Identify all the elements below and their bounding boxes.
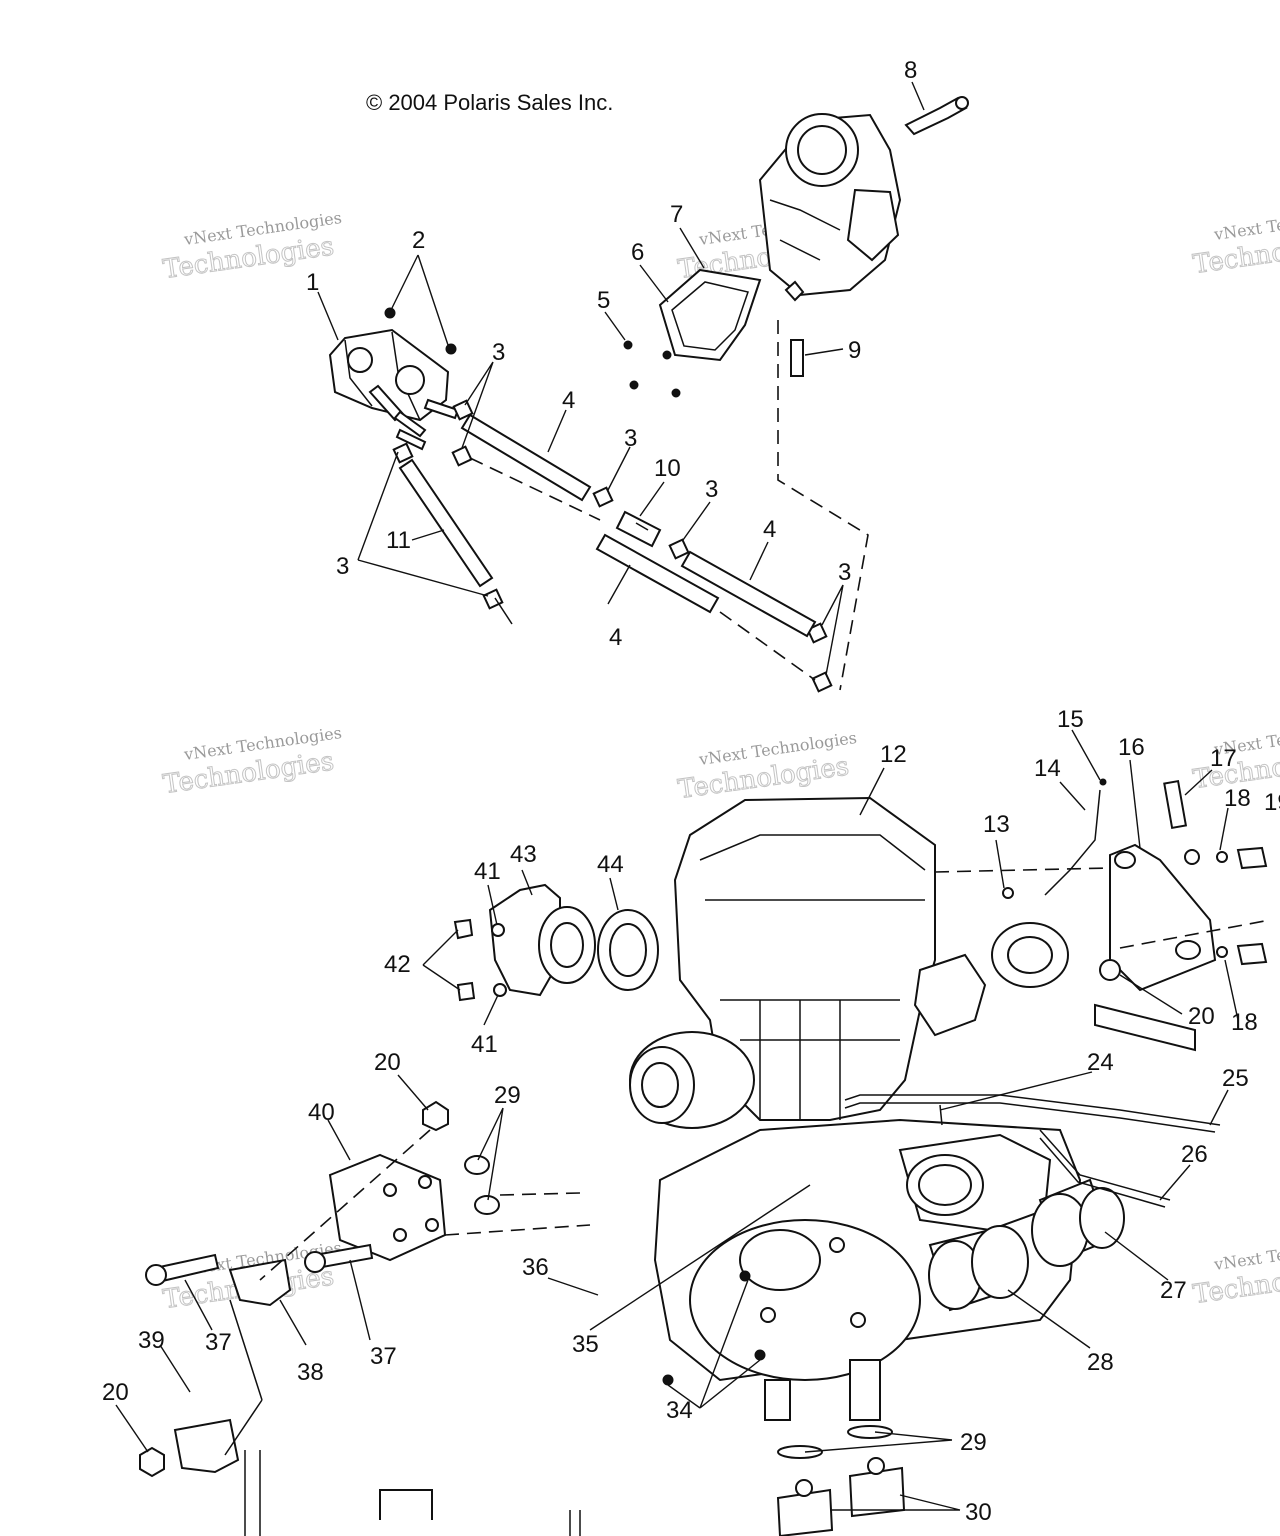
svg-text:vNext Technologies: vNext Technologies <box>1212 1233 1280 1274</box>
callout-18: 18 <box>1224 785 1251 812</box>
intake-boot <box>623 268 762 398</box>
callout-2: 2 <box>412 227 425 254</box>
callout-24: 24 <box>1087 1049 1114 1076</box>
right-side-parts <box>844 778 1271 1208</box>
callout-13: 13 <box>983 811 1010 838</box>
front-mount-bracket <box>328 1153 447 1262</box>
fuel-hoses <box>398 413 817 681</box>
callout-42: 42 <box>384 951 411 978</box>
watermark: vNext Technologies Technologies <box>1191 203 1280 281</box>
callout-3: 3 <box>492 339 505 366</box>
callout-25: 25 <box>1222 1065 1249 1092</box>
callout-14: 14 <box>1034 755 1061 782</box>
callout-35: 35 <box>572 1331 599 1358</box>
engine-mount-assembly <box>139 1100 591 1536</box>
callout-3: 3 <box>624 425 637 452</box>
callout-37: 37 <box>205 1329 232 1356</box>
svg-text:vNext Technologies: vNext Technologies <box>1212 203 1280 244</box>
callout-27: 27 <box>1160 1277 1187 1304</box>
callout-10: 10 <box>654 455 681 482</box>
copyright-notice: © 2004 Polaris Sales Inc. <box>366 90 614 115</box>
callout-34: 34 <box>666 1397 693 1424</box>
fuel-hose <box>398 458 494 588</box>
callout-6: 6 <box>631 239 644 266</box>
breather-hose <box>1044 789 1101 896</box>
watermark: vNext Technologies Technologies <box>676 728 858 806</box>
leader-lines <box>115 81 1239 1511</box>
callout-41: 41 <box>474 858 501 885</box>
callout-5: 5 <box>597 287 610 314</box>
callout-12: 12 <box>880 741 907 768</box>
callout-26: 26 <box>1181 1141 1208 1168</box>
callout-4: 4 <box>763 516 776 543</box>
callout-39: 39 <box>138 1327 165 1354</box>
lower-mounts <box>662 1270 906 1536</box>
callout-16: 16 <box>1118 734 1145 761</box>
callout-36: 36 <box>522 1254 549 1281</box>
callout-30: 30 <box>965 1499 992 1526</box>
callout-37: 37 <box>370 1343 397 1370</box>
callout-20: 20 <box>374 1049 401 1076</box>
callout-8: 8 <box>904 57 917 84</box>
fuel-hose <box>680 550 817 638</box>
callout-28: 28 <box>1087 1349 1114 1376</box>
callout-44: 44 <box>597 851 624 878</box>
callout-11: 11 <box>386 527 411 554</box>
hose-clamps <box>392 399 833 693</box>
callout-40: 40 <box>308 1099 335 1126</box>
drain-hose <box>790 339 804 377</box>
callout-29: 29 <box>494 1082 521 1109</box>
watermark-group: vNext Technologies Technologies vNext Te… <box>161 203 1280 1316</box>
callout-29: 29 <box>960 1429 987 1456</box>
callout-3: 3 <box>705 476 718 503</box>
callout-43: 43 <box>510 841 537 868</box>
callout-4: 4 <box>562 387 575 414</box>
callout-20: 20 <box>1188 1003 1215 1030</box>
fuel-hose <box>595 533 720 614</box>
callout-17: 17 <box>1210 745 1237 772</box>
engine-mount <box>228 1258 292 1307</box>
fuel-filter <box>615 510 662 548</box>
callouts: 1 2 3 4 3 10 3 4 3 4 11 3 5 6 7 8 9 12 1… <box>102 57 1280 1526</box>
callout-3: 3 <box>838 559 851 586</box>
fuel-pump-assembly <box>328 307 460 451</box>
callout-7: 7 <box>670 201 683 228</box>
fuel-hose <box>460 413 592 502</box>
engine-mount <box>173 1418 240 1474</box>
callout-15: 15 <box>1057 706 1084 733</box>
engine-assembly <box>629 796 1125 1421</box>
callout-1: 1 <box>306 269 319 296</box>
callout-41: 41 <box>471 1031 498 1058</box>
watermark: vNext Technologies Technologies <box>161 723 343 801</box>
callout-38: 38 <box>297 1359 324 1386</box>
exhaust-manifold <box>453 883 659 1002</box>
callout-9: 9 <box>848 337 861 364</box>
choke-cable <box>1039 1129 1171 1201</box>
watermark: vNext Technologies Technologies <box>1191 1233 1280 1311</box>
carburetor <box>758 96 969 691</box>
callout-20: 20 <box>102 1379 129 1406</box>
callout-19: 19 <box>1264 789 1280 816</box>
callout-3: 3 <box>336 553 349 580</box>
callout-18: 18 <box>1231 1009 1258 1036</box>
callout-4: 4 <box>609 624 622 651</box>
